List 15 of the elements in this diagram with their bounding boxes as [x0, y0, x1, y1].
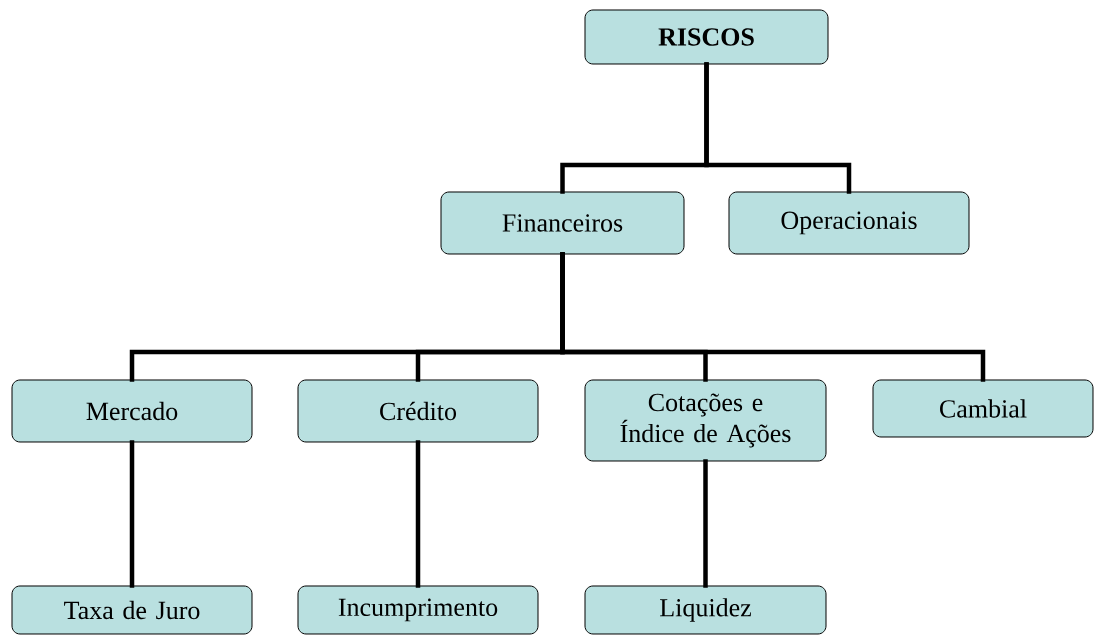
connector-line — [560, 252, 986, 382]
connector-line — [129, 440, 135, 588]
category-box: Mercado — [11, 379, 253, 443]
category-box: Liquidez — [584, 585, 827, 635]
category-box: Incumprimento — [297, 585, 539, 635]
category-box: Financeiros — [440, 191, 685, 255]
category-box: Operacionais — [728, 191, 970, 255]
category-box: Crédito — [297, 379, 539, 443]
category-box: Taxa de Juro — [11, 585, 253, 635]
connector-line — [703, 459, 708, 588]
connector-line — [704, 62, 852, 194]
root-box: RISCOS — [584, 9, 829, 65]
connector-line — [415, 440, 421, 588]
category-box: Cambial — [872, 379, 1094, 438]
category-box: Cotações e Índice de Ações — [584, 379, 827, 462]
